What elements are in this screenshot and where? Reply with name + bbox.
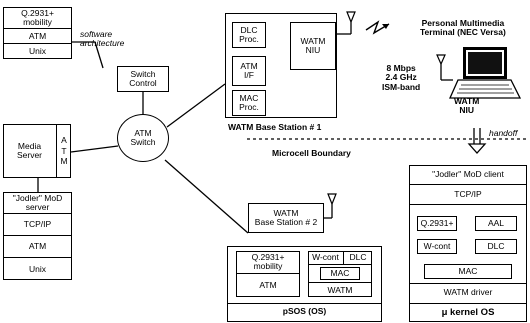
- lightning-arrowhead-icon: [382, 24, 389, 29]
- client-os-label: μ kernel OS: [409, 303, 527, 322]
- client-dlc: DLC: [475, 239, 517, 254]
- server-stack-atm: ATM: [3, 236, 72, 258]
- bs1-caption: WATM Base Station # 1: [228, 122, 322, 132]
- bs1-mac-proc: MAC Proc.: [232, 90, 266, 116]
- link-switch-to-bs1: [166, 83, 226, 128]
- atm-switch: ATM Switch: [117, 114, 169, 162]
- client-mac: MAC: [424, 264, 512, 279]
- software-architecture-label: software architecture: [80, 29, 125, 49]
- top-stack-unix: Unix: [28, 46, 46, 57]
- base-station-2: WATM Base Station # 2: [248, 203, 324, 233]
- top-stack: [3, 7, 72, 59]
- bs1-watm-niu: WATM NIU: [290, 22, 336, 70]
- top-stack-atm: ATM: [3, 29, 72, 44]
- handoff-arrow-icon: [467, 128, 487, 154]
- microcell-boundary-label: Microcell Boundary: [272, 148, 351, 158]
- media-server-atm-letters: A T M: [60, 135, 68, 167]
- server-stack-unix: Unix: [28, 263, 46, 274]
- server-stack-jodler: "Jodler" MoD server: [3, 192, 72, 214]
- radio-link-lightning-icon: [365, 20, 390, 35]
- terminal-watm-niu-label: WATM NIU: [454, 96, 480, 116]
- client-aal: AAL: [475, 216, 517, 231]
- psos-atm: ATM: [259, 280, 277, 291]
- top-stack-q2931: Q.2931+ mobility: [3, 7, 72, 29]
- server-stack: [3, 192, 72, 280]
- server-stack-tcpip: TCP/IP: [3, 214, 72, 236]
- terminal-antenna-icon: [436, 54, 446, 66]
- client-watm-driver: WATM driver: [409, 283, 527, 301]
- media-server-label: Media Server: [3, 124, 57, 178]
- bs1-atm-if: ATM I/F: [232, 56, 266, 86]
- psos-dlc: DLC: [344, 251, 372, 265]
- client-q2931: Q.2931+: [417, 216, 457, 231]
- psos-left-group: [236, 251, 300, 297]
- bs2-antenna-icon: [327, 193, 337, 206]
- link-server-to-switch: [70, 145, 119, 153]
- psos-wcont: W-cont: [308, 251, 344, 265]
- psos-q2931: Q.2931+ mobility: [236, 251, 300, 274]
- radio-spec-label: 8 Mbps 2.4 GHz ISM-band: [382, 63, 421, 92]
- psos-right-group: [308, 251, 372, 297]
- psos-watm: WATM: [308, 282, 372, 297]
- link-switch-to-bs2: [164, 159, 249, 234]
- terminal-label: Personal Multimedia Terminal (NEC Versa): [420, 18, 506, 38]
- client-jodler: "Jodler" MoD client: [409, 165, 527, 185]
- client-tcpip: TCP/IP: [409, 185, 527, 205]
- bs1-dlc-proc: DLC Proc.: [232, 22, 266, 48]
- laptop-icon: [448, 47, 522, 99]
- psos-os-label: pSOS (OS): [227, 303, 382, 319]
- switch-control-box: Switch Control: [117, 66, 169, 92]
- media-server-box: [3, 124, 71, 178]
- psos-mac: MAC: [320, 267, 360, 280]
- bs1-antenna-icon: [346, 11, 356, 24]
- handoff-label: handoff: [489, 128, 518, 138]
- link-stack-to-control-b: [94, 41, 104, 69]
- client-wcont: W-cont: [417, 239, 457, 254]
